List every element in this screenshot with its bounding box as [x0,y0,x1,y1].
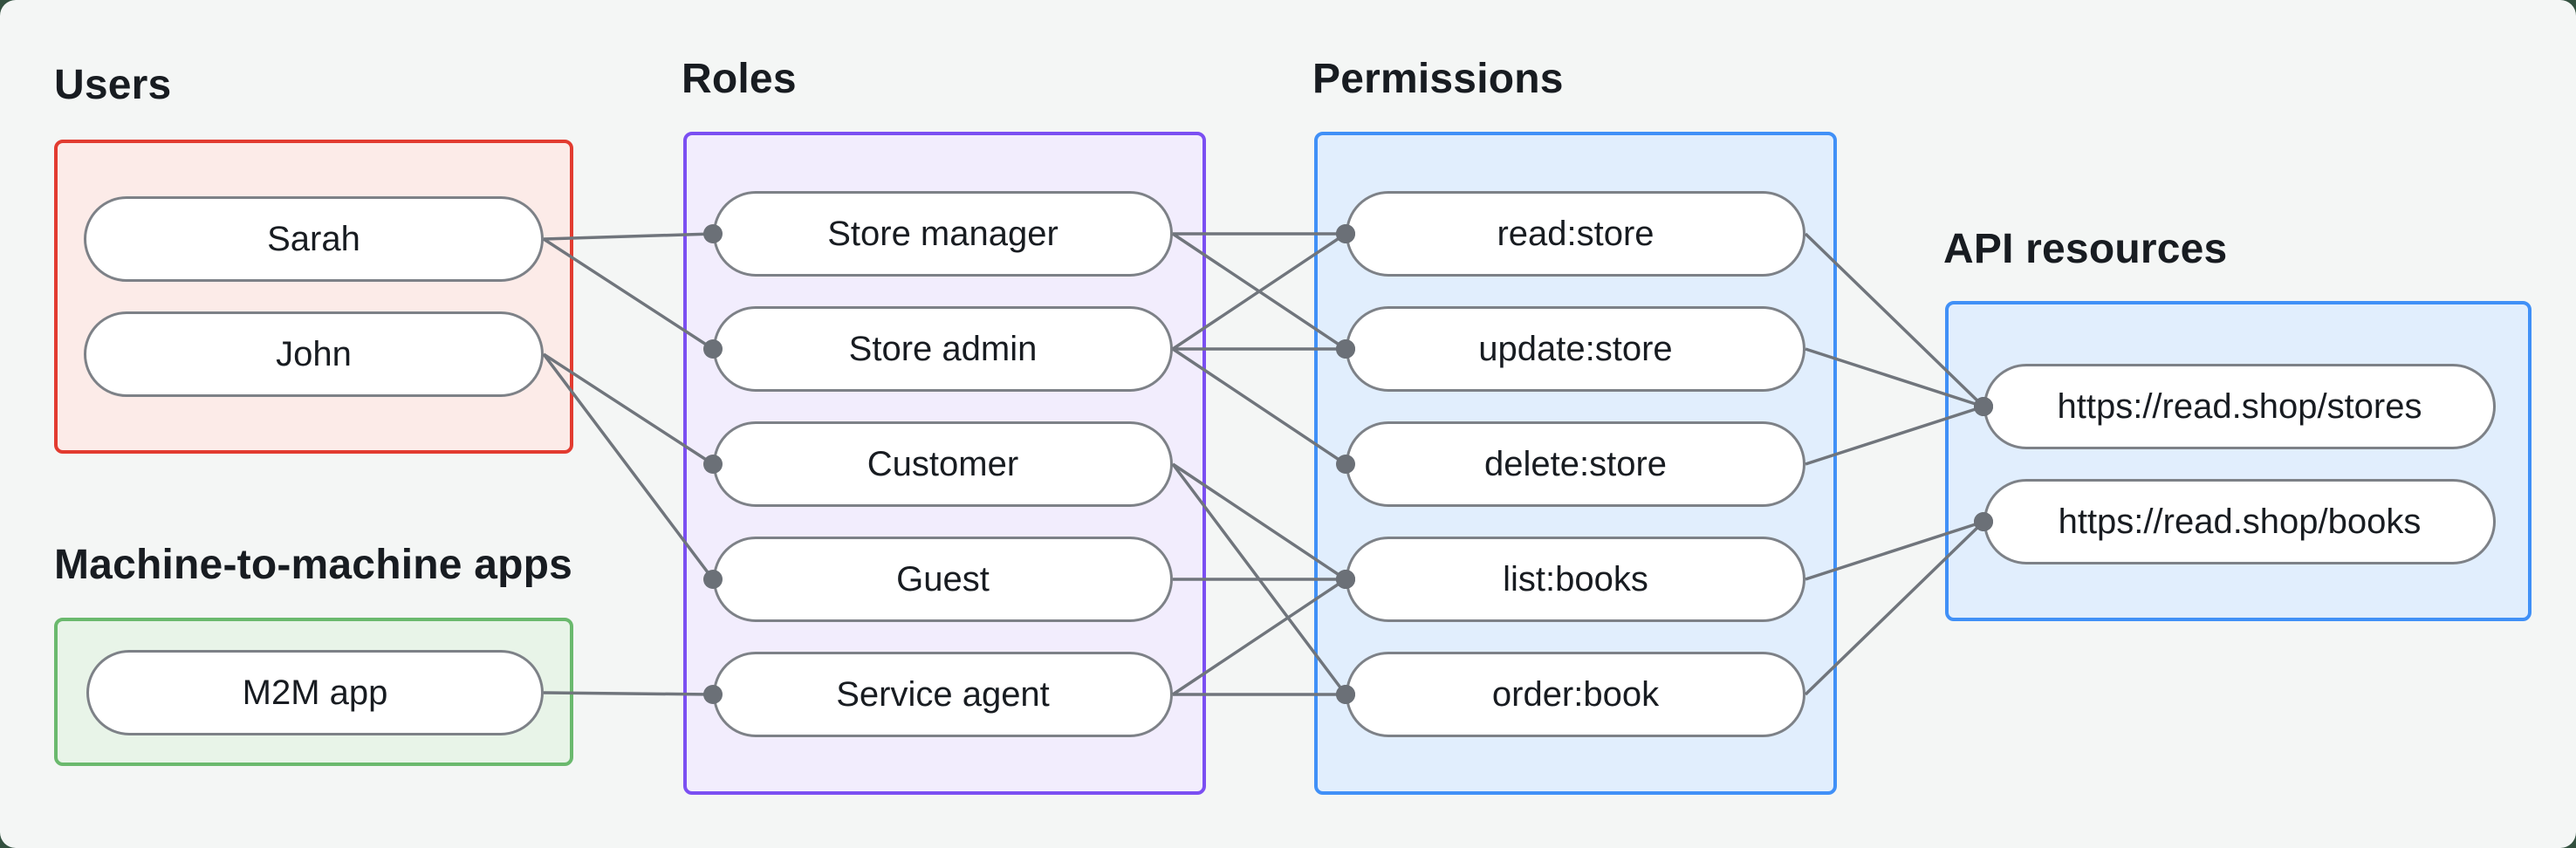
node-sarah: Sarah [84,196,544,282]
users-group-label: Users [54,62,172,108]
api-resources-group-box [1945,301,2531,621]
permissions-group-label: Permissions [1312,56,1564,102]
node-customer: Customer [713,421,1173,507]
node-m2m-app: M2M app [86,650,544,735]
node-john: John [84,311,544,397]
node-list-books: list:books [1346,537,1805,622]
node-read-store: read:store [1346,191,1805,277]
m2m-group-label: Machine-to-machine apps [54,542,573,588]
node-store-manager: Store manager [713,191,1173,277]
node-api-stores: https://read.shop/stores [1983,364,2496,449]
node-store-admin: Store admin [713,306,1173,392]
node-service-agent: Service agent [713,652,1173,737]
users-group-box [54,140,573,454]
node-api-books: https://read.shop/books [1983,479,2496,564]
node-update-store: update:store [1346,306,1805,392]
api-resources-group-label: API resources [1943,226,2228,272]
roles-group-label: Roles [682,56,797,102]
node-order-book: order:book [1346,652,1805,737]
node-guest: Guest [713,537,1173,622]
node-delete-store: delete:store [1346,421,1805,507]
